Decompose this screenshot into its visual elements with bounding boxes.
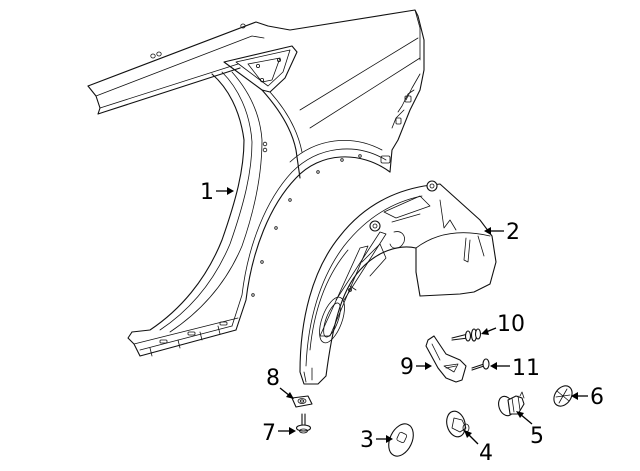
- callout-7[interactable]: 7: [262, 421, 296, 446]
- callout-6[interactable]: 6: [571, 385, 604, 410]
- arrowhead-icon: [425, 362, 432, 370]
- callout-label-11: 11: [512, 356, 540, 381]
- callout-label-9: 9: [400, 355, 414, 380]
- callout-11[interactable]: 11: [490, 356, 540, 381]
- push-fastener-part: [451, 328, 482, 342]
- grommet-part: [553, 385, 573, 407]
- arrowhead-icon: [286, 392, 294, 399]
- round-plug-part: [388, 423, 414, 457]
- arrowhead-icon: [464, 430, 472, 438]
- nut-part: [291, 395, 313, 408]
- arrowhead-icon: [386, 435, 393, 443]
- callout-9[interactable]: 9: [400, 355, 432, 380]
- push-pin-retainer-part: [498, 391, 525, 417]
- wheelhouse-liner-part: [299, 180, 497, 385]
- bracket-part: [425, 335, 467, 383]
- quarter-panel-part: [87, 9, 425, 357]
- callout-label-7: 7: [262, 421, 276, 446]
- callout-8[interactable]: 8: [266, 366, 294, 399]
- callout-label-4: 4: [479, 441, 493, 466]
- arrowhead-icon: [484, 227, 491, 235]
- arrowhead-icon: [289, 427, 296, 435]
- arrow-icon: [519, 413, 533, 425]
- arrowhead-icon: [516, 411, 524, 418]
- clip-part: [446, 410, 470, 438]
- arrowhead-icon: [481, 328, 489, 335]
- callout-10[interactable]: 10: [481, 312, 525, 337]
- callout-label-2: 2: [506, 220, 520, 245]
- callout-label-5: 5: [530, 424, 544, 449]
- callout-label-3: 3: [360, 428, 374, 453]
- arrowhead-icon: [227, 187, 234, 195]
- arrowhead-icon: [490, 362, 497, 370]
- callout-2[interactable]: 2: [484, 220, 520, 245]
- callout-label-1: 1: [200, 180, 214, 205]
- arrowhead-icon: [571, 392, 578, 400]
- screw-part: [471, 358, 490, 371]
- callout-3[interactable]: 3: [360, 428, 393, 453]
- callout-1[interactable]: 1: [200, 180, 234, 205]
- callout-4[interactable]: 4: [464, 430, 493, 466]
- callout-label-8: 8: [266, 366, 280, 391]
- callout-label-10: 10: [497, 312, 525, 337]
- stud-part: [295, 413, 312, 434]
- arrow-icon: [467, 433, 479, 445]
- callout-label-6: 6: [590, 385, 604, 410]
- callout-5[interactable]: 5: [516, 411, 544, 449]
